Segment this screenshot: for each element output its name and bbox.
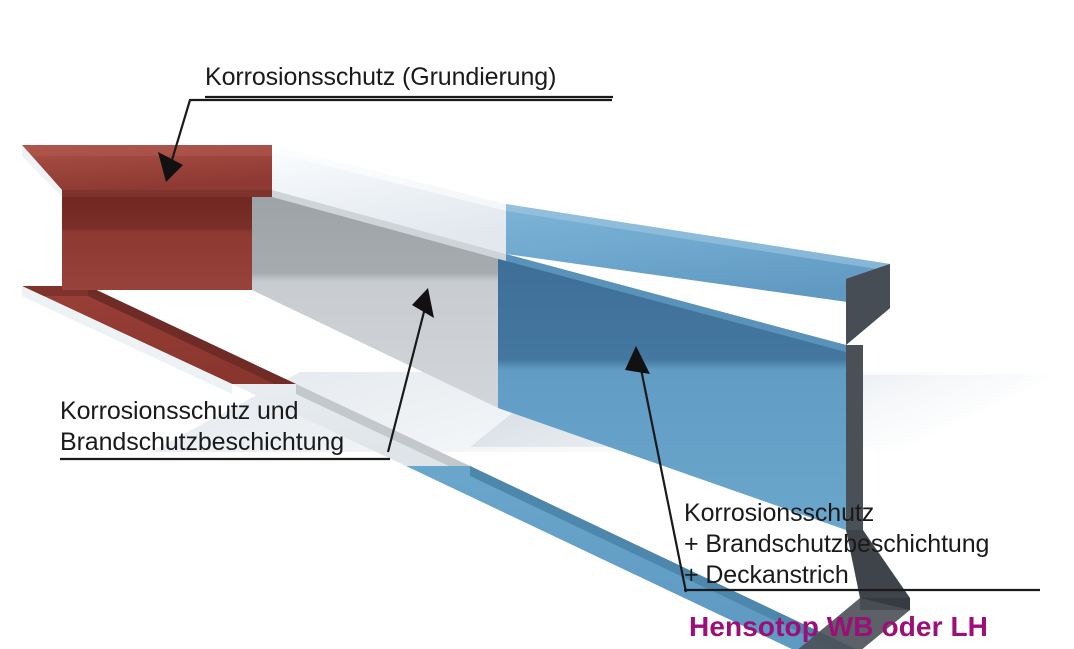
label-corrosion-protection-primer: Korrosionsschutz (Grundierung)	[205, 62, 556, 93]
beam-end-cross-section	[798, 264, 910, 649]
beam-top-flange	[22, 145, 890, 352]
leader-primer	[158, 98, 612, 182]
label-right-line3: + Deckanstrich	[684, 561, 849, 589]
brand-label-hensotop: Hensotop WB oder LH	[689, 611, 988, 642]
label-right-line1: Korrosionsschutz	[684, 499, 875, 527]
label-corrosion-fire-topcoat: Korrosionsschutz + Brandschutzbeschichtu…	[684, 498, 989, 591]
label-top-line1: Korrosionsschutz (Grundierung)	[205, 63, 557, 91]
label-left-line2: Brandschutzbeschichtung	[60, 428, 344, 456]
beam-bottom-flange	[22, 286, 856, 649]
leader-topcoat	[625, 346, 688, 593]
label-corrosion-and-fire-protection: Korrosionsschutz und Brandschutzbeschich…	[60, 396, 344, 458]
label-left-line1: Korrosionsschutz und	[60, 397, 299, 425]
label-right-line2: + Brandschutzbeschichtung	[684, 530, 990, 558]
leader-fire-protection	[386, 288, 434, 453]
beam-left-end-faces	[22, 145, 232, 394]
